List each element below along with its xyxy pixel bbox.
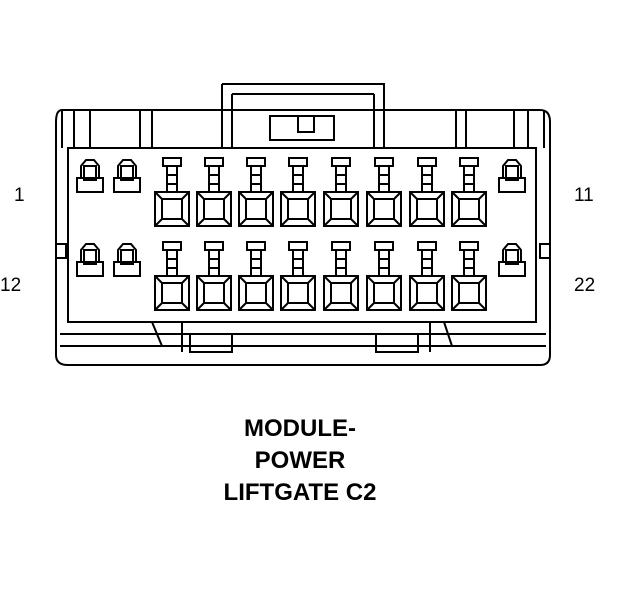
cavity-21 — [451, 241, 487, 311]
pin-label-12: 12 — [0, 275, 22, 296]
cavity-5 — [238, 157, 274, 227]
cavity-1 — [76, 159, 104, 193]
cavity-14 — [154, 241, 190, 311]
cavity-16 — [238, 241, 274, 311]
cavity-10 — [451, 157, 487, 227]
pin-label-1: 1 — [14, 185, 25, 206]
cavity-2 — [113, 159, 141, 193]
title-line-3: LIFTGATE C2 — [223, 479, 377, 506]
cavity-9 — [409, 157, 445, 227]
cavity-grid — [76, 157, 526, 311]
cavity-15 — [196, 241, 232, 311]
cavity-22 — [498, 243, 526, 277]
connector-housing — [55, 83, 551, 366]
cavity-4 — [196, 157, 232, 227]
pin-label-22: 22 — [574, 275, 596, 296]
cavity-19 — [366, 241, 402, 311]
title-line-1: MODULE- — [244, 415, 356, 442]
cavity-8 — [366, 157, 402, 227]
pin-label-11: 11 — [574, 185, 594, 206]
cavity-17 — [280, 241, 316, 311]
connector-diagram — [55, 83, 551, 366]
cavity-18 — [323, 241, 359, 311]
cavity-13 — [113, 243, 141, 277]
cavity-7 — [323, 157, 359, 227]
cavity-6 — [280, 157, 316, 227]
cavity-12 — [76, 243, 104, 277]
cavity-11 — [498, 159, 526, 193]
cavity-3 — [154, 157, 190, 227]
title-line-2: POWER — [254, 447, 346, 474]
cavity-20 — [409, 241, 445, 311]
connector-title: MODULE- POWER LIFTGATE C2 — [0, 413, 600, 509]
